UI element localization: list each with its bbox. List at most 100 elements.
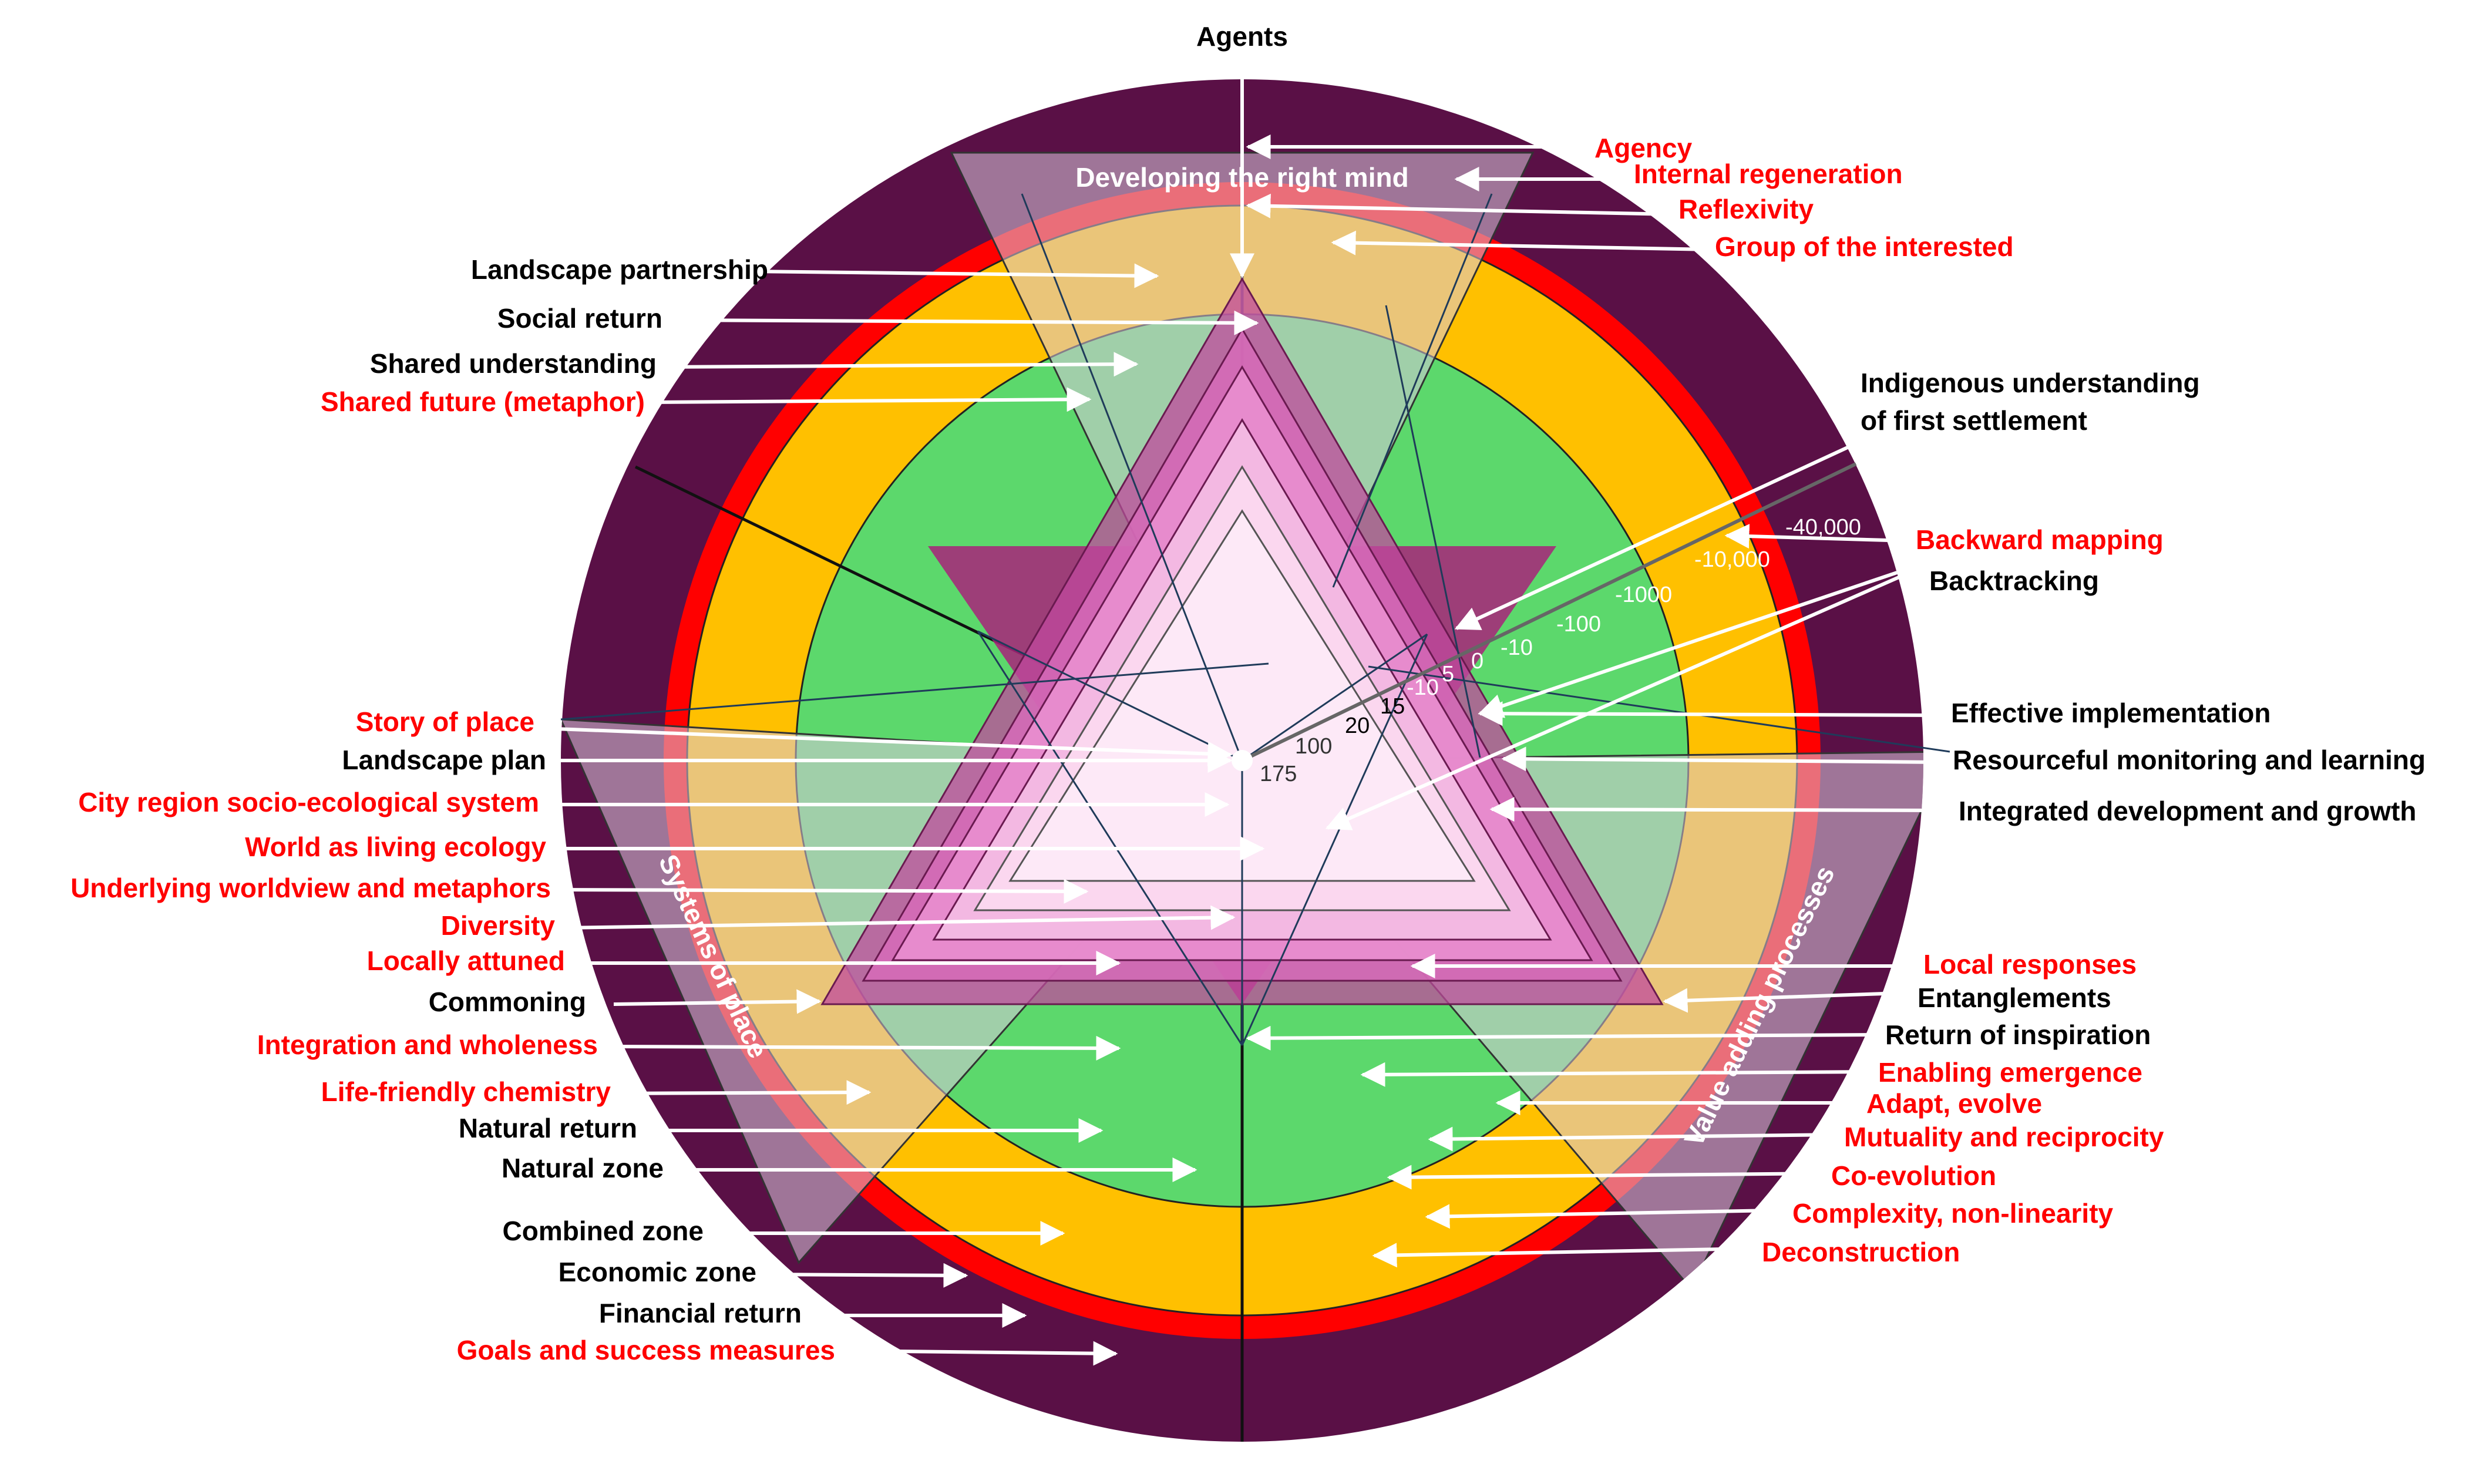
label-locally-attuned: Locally attuned (367, 945, 565, 976)
scale-label: -10 (1407, 675, 1439, 700)
arrow (613, 1080, 872, 1105)
labels-right: Indigenous understanding of first settle… (1861, 368, 2426, 826)
label-enabling-emergence: Enabling emergence (1878, 1057, 2142, 1088)
scale-label: -10,000 (1694, 547, 1770, 572)
label-co-evolution: Co-evolution (1831, 1160, 1996, 1191)
labels-bottom-right: Local responses Entanglements Return of … (1762, 949, 2164, 1267)
label-entanglements: Entanglements (1918, 982, 2111, 1013)
arrow (1246, 193, 1674, 218)
label-group-of-the-interested: Group of the interested (1715, 231, 2014, 262)
arrow (1663, 988, 1918, 1013)
label-indigenous-understanding: Indigenous understanding (1861, 368, 2200, 398)
label-natural-return: Natural return (459, 1113, 637, 1143)
label-shared-future: Shared future (metaphor) (321, 386, 645, 417)
scale-label: 0 (1471, 649, 1483, 674)
radial-line (1368, 665, 1950, 753)
arrow (1246, 1025, 1880, 1051)
labels-left: Story of place Landscape plan City regio… (70, 706, 835, 1365)
label-effective-implementation: Effective implementation (1951, 698, 2270, 728)
center-dot (1232, 750, 1253, 771)
radial-line (977, 630, 1243, 762)
label-world-living-ecology: World as living ecology (245, 832, 546, 862)
label-internal-regeneration: Internal regeneration (1634, 159, 1903, 189)
label-natural-zone: Natural zone (502, 1153, 664, 1183)
label-integration-wholeness: Integration and wholeness (257, 1029, 598, 1060)
label-reflexivity: Reflexivity (1678, 194, 1814, 224)
label-mutuality-reciprocity: Mutuality and reciprocity (1844, 1122, 2164, 1152)
scale-label: 15 (1380, 694, 1405, 719)
arrow (1387, 1165, 1833, 1190)
label-economic-zone: Economic zone (559, 1257, 756, 1287)
label-life-friendly-chemistry: Life-friendly chemistry (321, 1076, 611, 1107)
label-deconstruction: Deconstruction (1762, 1237, 1960, 1267)
label-integrated-development: Integrated development and growth (1959, 796, 2417, 826)
arrows (540, 79, 1950, 1366)
scale-label: -1000 (1615, 583, 1672, 607)
label-agency: Agency (1594, 133, 1693, 163)
arrow (540, 726, 1233, 766)
scale-label: 5 (1442, 662, 1454, 687)
arrow (748, 263, 1159, 288)
scale-axis-line (1241, 462, 1857, 762)
scale-label: 100 (1295, 734, 1332, 759)
radial-line (1385, 305, 1481, 758)
diagram-title: Agents (1196, 21, 1288, 52)
label-story-of-place: Story of place (356, 706, 534, 737)
arrow (757, 1263, 968, 1288)
radial-line (1332, 193, 1493, 588)
radial-line (1242, 633, 1428, 762)
label-city-region: City region socio-ecological system (78, 787, 539, 817)
scale-axis (1232, 462, 1857, 771)
scale-label: 20 (1345, 714, 1370, 738)
arrow (604, 1035, 1121, 1061)
arrow (554, 879, 1089, 904)
radial-line (560, 662, 1269, 721)
label-backtracking: Backtracking (1929, 566, 2099, 596)
scale-label: -100 (1556, 612, 1601, 637)
scale-labels: -40,000 -10,000 -1000 -100 -10 0 5 -10 1… (1260, 515, 1861, 786)
arrow (1372, 1243, 1789, 1268)
arrow (1724, 524, 1889, 549)
label-underlying-worldview: Underlying worldview and metaphors (70, 873, 551, 903)
arrow (1478, 571, 1898, 718)
arrow (1425, 1204, 1807, 1229)
arrow (563, 905, 1236, 930)
radial-line (1241, 634, 1428, 1046)
label-first-settlement: of first settlement (1861, 405, 2087, 436)
label-backward-mapping: Backward mapping (1916, 524, 2164, 555)
label-diversity: Diversity (441, 910, 556, 941)
arrow (669, 310, 1259, 335)
arrow (1360, 1062, 1877, 1087)
label-financial-return: Financial return (599, 1298, 802, 1328)
arrow (1489, 797, 1950, 822)
arrow (1501, 746, 1945, 772)
radial-line (977, 631, 1243, 1046)
arrow (1478, 701, 1939, 726)
label-social-return: Social return (497, 303, 662, 334)
arrow (1428, 1126, 1845, 1152)
scale-label: 175 (1260, 762, 1297, 786)
label-return-of-inspiration: Return of inspiration (1885, 1019, 2151, 1050)
label-commoning: Commoning (429, 987, 586, 1017)
arrow (648, 387, 1092, 412)
label-adapt-evolve: Adapt, evolve (1866, 1088, 2042, 1119)
label-landscape-partnership: Landscape partnership (471, 254, 768, 285)
scale-label: -40,000 (1785, 515, 1861, 540)
label-goals-success: Goals and success measures (457, 1335, 835, 1365)
arrow (1454, 445, 1851, 630)
labels-top-right: Agency Internal regeneration Reflexivity… (1594, 133, 2014, 262)
scale-label: -10 (1501, 635, 1533, 660)
arrow (1325, 574, 1904, 830)
label-landscape-plan: Landscape plan (342, 745, 546, 775)
label-shared-understanding: Shared understanding (370, 348, 657, 379)
label-combined-zone: Combined zone (503, 1216, 704, 1246)
arrow (663, 352, 1139, 377)
label-local-responses: Local responses (1923, 949, 2137, 980)
label-complexity: Complexity, non-linearity (1792, 1198, 2114, 1229)
radial-line (1021, 193, 1243, 761)
nested-triangles (820, 277, 1664, 1005)
arrow (613, 989, 822, 1014)
arrow (839, 1341, 1118, 1366)
label-resourceful-monitoring: Resourceful monitoring and learning (1953, 745, 2426, 775)
